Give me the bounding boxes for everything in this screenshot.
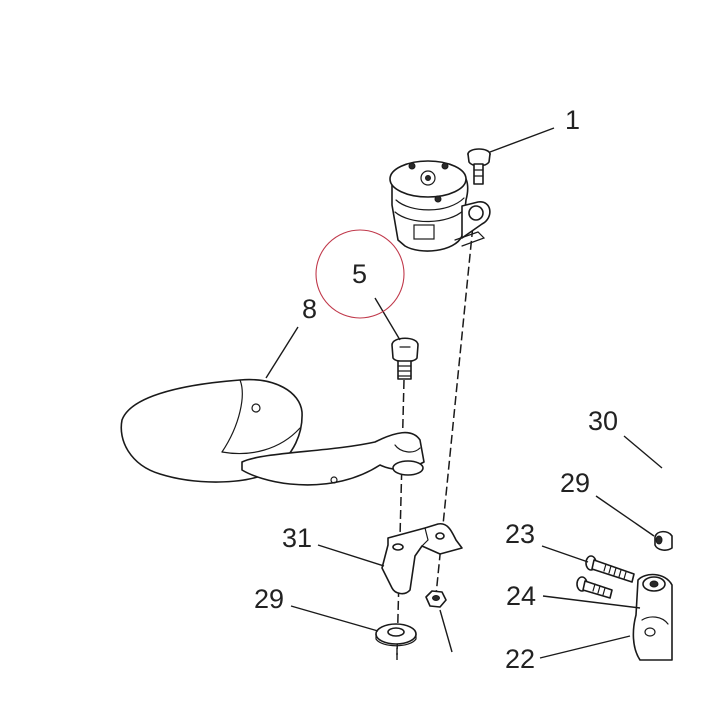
leader-23	[541, 545, 589, 563]
callout-29-top: 29	[560, 468, 591, 498]
leader-31	[317, 544, 385, 567]
screw-part-5	[391, 337, 419, 380]
callout-5: 5	[352, 259, 368, 289]
callout-24: 24	[506, 581, 537, 611]
leader-lines	[265, 127, 663, 660]
callout-1: 1	[565, 105, 581, 135]
callout-31: 31	[282, 523, 313, 553]
bracket-part-31	[381, 522, 463, 595]
leader-29-bottom	[290, 605, 379, 632]
leader-29-top	[595, 495, 655, 537]
callout-30: 30	[588, 406, 619, 436]
callout-23: 23	[505, 519, 536, 549]
leader-22	[539, 635, 631, 659]
bolt-part-23	[585, 555, 635, 583]
callout-8: 8	[302, 294, 318, 324]
leader-nut	[439, 609, 453, 653]
leader-24	[542, 595, 641, 609]
axis-line-screw-5	[396, 379, 405, 656]
leader-5	[374, 297, 401, 341]
leader-8	[265, 326, 299, 379]
washer-part-29-bottom	[375, 623, 417, 647]
highlight-circle-item-5	[315, 229, 405, 319]
callout-22: 22	[505, 644, 536, 674]
leader-1	[489, 127, 555, 153]
nut-part	[425, 590, 447, 608]
clamp-part-22	[632, 573, 673, 661]
fluid-reservoir	[389, 160, 491, 252]
mirror-assembly-8	[120, 378, 425, 486]
right-side-assembly	[576, 530, 673, 661]
leader-30	[623, 435, 663, 469]
callout-29-bottom: 29	[254, 584, 285, 614]
bolt-part-24	[576, 576, 613, 599]
screw-part-1	[467, 148, 491, 185]
